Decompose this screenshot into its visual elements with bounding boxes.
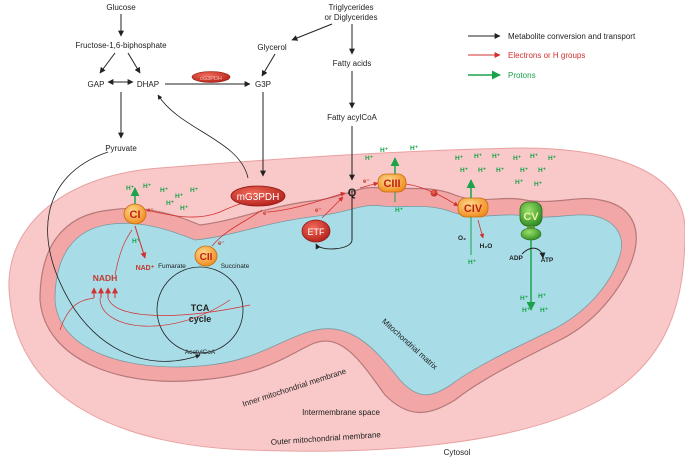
- tca-cycle-loop: [156, 266, 244, 354]
- proton-label: H⁺: [455, 155, 464, 162]
- fatty-acylcoa-label: Fatty acylCoA: [327, 113, 377, 122]
- f16bp-label: Fructose-1,6-biphosphate: [75, 41, 167, 50]
- proton-label: H⁺: [410, 145, 419, 152]
- proton-label: H⁺: [478, 167, 487, 174]
- g3p-label: G3P: [255, 80, 271, 89]
- complex-v-label: CV: [523, 211, 539, 223]
- proton-label: H⁺: [548, 155, 557, 162]
- legend-label-metabolite: Metabolite conversion and transport: [508, 32, 636, 41]
- proton-label: H⁺: [540, 307, 549, 314]
- fatty-acids-label: Fatty acids: [333, 59, 372, 68]
- cytosol-label: Cytosol: [444, 448, 471, 457]
- h2o-label: H₂O: [480, 243, 493, 250]
- complex-v-f1: [520, 227, 542, 241]
- cg3pdh-label: cG3PDH: [200, 76, 222, 82]
- proton-label: H⁺: [166, 200, 175, 207]
- gap-label: GAP: [88, 80, 105, 89]
- intermembrane-space-label: Intermembrane space: [302, 408, 380, 417]
- proton-label: H⁺: [132, 238, 141, 245]
- proton-label: H⁺: [474, 153, 483, 160]
- mg3pdh-enzyme: [230, 185, 286, 207]
- complex-i-label: CI: [130, 209, 141, 221]
- nadh-arrows: [91, 287, 118, 298]
- complex-ii-label: CII: [200, 252, 213, 263]
- complex-ii: [194, 245, 218, 267]
- mg3pdh-e-label: e⁻: [263, 211, 270, 217]
- proton-label: H⁺: [143, 183, 152, 190]
- q-label: Q: [348, 187, 357, 199]
- proton-label: H⁺: [468, 259, 477, 266]
- nad-plus-label: NAD⁺: [136, 265, 155, 272]
- o2-label: O₂: [458, 235, 466, 242]
- acetylcoa-label: AcetylCoA: [185, 349, 216, 356]
- proton-labels: H⁺H⁺H⁺H⁺H⁺H⁺H⁺H⁺H⁺H⁺H⁺H⁺H⁺H⁺H⁺H⁺H⁺H⁺H⁺H⁺…: [126, 145, 557, 314]
- complex-iii-label: CIII: [383, 178, 400, 190]
- proton-label: H⁺: [530, 153, 539, 160]
- proton-label: H⁺: [534, 181, 543, 188]
- cytochrome-c: [430, 189, 438, 197]
- fumarate-label: Fumarate: [158, 263, 186, 270]
- triglycerides-label-2: or Diglycerides: [325, 13, 378, 22]
- proton-label: H⁺: [160, 187, 169, 194]
- mg3pdh-label: mG3PDH: [237, 192, 280, 203]
- triglycerides-label-1: Triglycerides: [328, 3, 373, 12]
- complex-iii: [377, 173, 407, 193]
- proton-label: H⁺: [513, 155, 522, 162]
- proton-label: H⁺: [522, 307, 531, 314]
- tca-label-2: cycle: [189, 314, 212, 324]
- etf-enzyme: [301, 219, 331, 243]
- q-e-label: e⁻: [363, 179, 370, 185]
- nadh-label: NADH: [93, 273, 118, 283]
- glycerol-label: Glycerol: [257, 43, 287, 52]
- glucose-label: Glucose: [106, 3, 136, 12]
- proton-label: H⁺: [175, 193, 184, 200]
- proton-label: H⁺: [460, 167, 469, 174]
- proton-label: H⁺: [492, 153, 501, 160]
- proton-label: H⁺: [395, 207, 404, 214]
- dhap-label: DHAP: [137, 80, 159, 89]
- proton-label: H⁺: [496, 167, 505, 174]
- tca-label-1: TCA: [191, 303, 210, 313]
- cg3pdh-enzyme: [191, 71, 231, 83]
- proton-label: H⁺: [190, 187, 199, 194]
- adp-label: ADP: [509, 255, 523, 262]
- atp-label: ATP: [541, 257, 554, 264]
- pyruvate-label: Pyruvate: [105, 144, 137, 153]
- proton-label: H⁺: [380, 147, 389, 154]
- complex-ii-e-label: e⁻: [218, 241, 225, 247]
- proton-label: H⁺: [538, 293, 547, 300]
- complex-iv: [457, 197, 489, 218]
- etf-e-label: e⁻: [315, 208, 322, 214]
- proton-label: H⁺: [538, 167, 547, 174]
- proton-label: H⁺: [126, 185, 135, 192]
- legend-label-protons: Protons: [508, 71, 536, 80]
- legend-label-electrons: Electrons or H groups: [508, 51, 585, 60]
- proton-label: H⁺: [515, 179, 524, 186]
- legend: Metabolite conversion and transport Elec…: [468, 32, 636, 80]
- succinate-label: Succinate: [221, 263, 250, 270]
- etf-label: ETF: [308, 227, 326, 237]
- proton-label: H⁺: [180, 205, 189, 212]
- proton-label: H⁺: [520, 295, 529, 302]
- complex-iv-label: CIV: [464, 203, 483, 215]
- proton-label: H⁺: [365, 155, 374, 162]
- proton-label: H⁺: [520, 167, 529, 174]
